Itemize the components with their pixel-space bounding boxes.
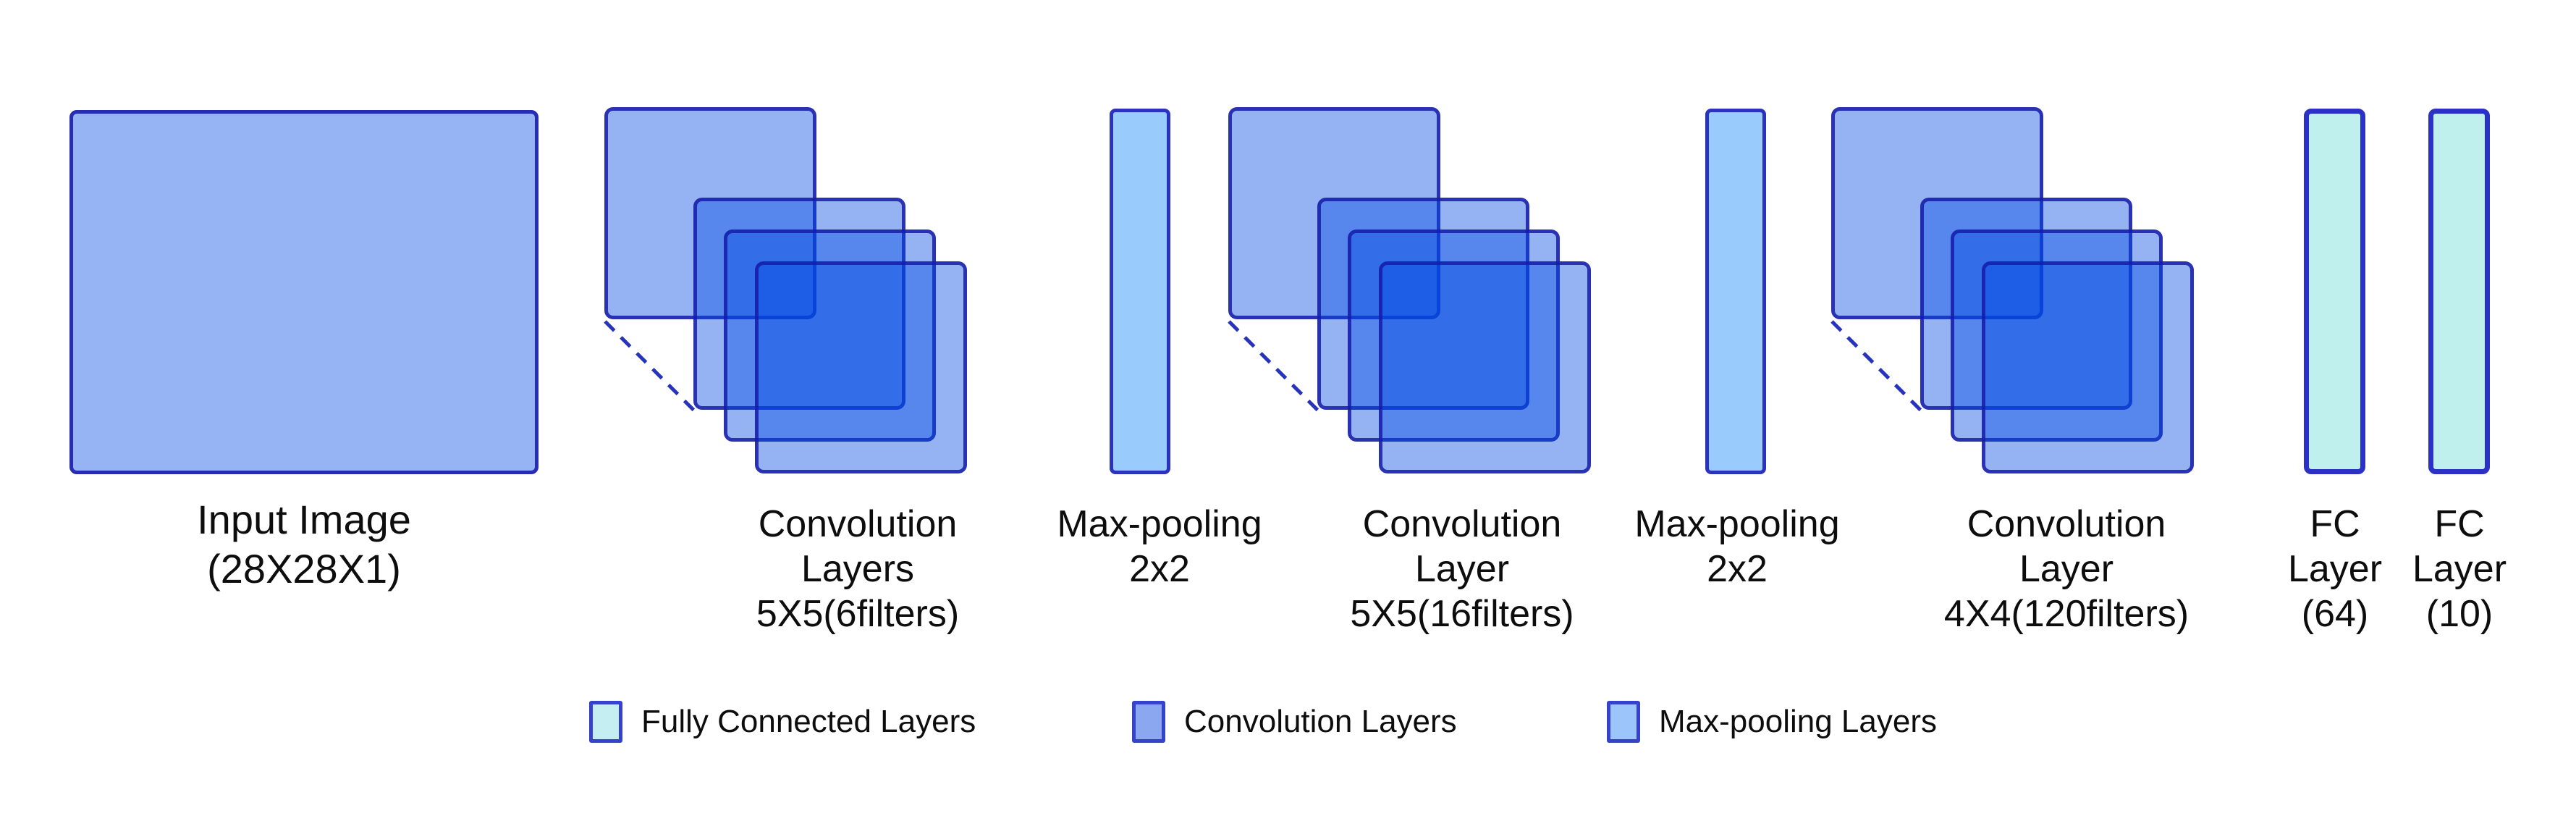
conv-square <box>604 107 816 319</box>
label-line: Layer <box>2287 548 2383 590</box>
fully-connected-swatch-icon <box>589 701 622 743</box>
pool2-label: Max-pooling 2x2 <box>1634 502 1839 591</box>
projection-dash-1 <box>604 320 696 412</box>
legend-label: Fully Connected Layers <box>641 704 976 739</box>
legend-label: Max-pooling Layers <box>1659 704 1937 739</box>
label-line: (10) <box>2425 593 2493 635</box>
label-line: Max-pooling <box>1634 503 1840 545</box>
label-line: (64) <box>2301 593 2369 635</box>
label-line: 2x2 <box>1707 548 1768 590</box>
max-pooling-bar-1 <box>1110 109 1170 474</box>
label-line: 5X5(6filters) <box>756 593 960 635</box>
label-line: Convolution <box>1967 503 2166 545</box>
label-line: Convolution <box>1362 503 1562 545</box>
label-line: FC <box>2310 503 2360 545</box>
legend-item-fully-connected: Fully Connected Layers <box>589 701 976 743</box>
label-line: Max-pooling <box>1057 503 1262 545</box>
label-line: Layer <box>1414 548 1510 590</box>
label-line: (28X28X1) <box>207 546 401 591</box>
input-image-rect <box>69 110 539 474</box>
conv-square <box>755 261 967 473</box>
input-image-label: Input Image (28X28X1) <box>197 495 411 594</box>
label-line: Convolution <box>758 503 958 545</box>
max-pooling-bar-2 <box>1705 109 1766 474</box>
conv-square <box>1379 261 1591 473</box>
legend-label: Convolution Layers <box>1184 704 1457 739</box>
label-line: 2x2 <box>1129 548 1190 590</box>
projection-dash-2 <box>1228 320 1319 412</box>
conv3-label: Convolution Layer 4X4(120filters) <box>1944 502 2189 636</box>
convolution-swatch-icon <box>1132 701 1165 743</box>
max-pooling-swatch-icon <box>1607 701 1640 743</box>
pool1-label: Max-pooling 2x2 <box>1057 502 1262 591</box>
label-line: FC <box>2434 503 2485 545</box>
conv-square <box>1831 107 2043 319</box>
projection-dash-3 <box>1830 320 1922 412</box>
conv1-label: Convolution Layers 5X5(6filters) <box>756 502 959 636</box>
fc1-label: FC Layer (64) <box>2288 502 2382 636</box>
conv-square <box>1982 261 2194 473</box>
conv2-label: Convolution Layer 5X5(16filters) <box>1350 502 1574 636</box>
fc-layer-bar-2 <box>2428 109 2490 474</box>
label-line: Layer <box>2019 548 2114 590</box>
label-line: 4X4(120filters) <box>1943 593 2189 635</box>
label-line: Layers <box>801 548 915 590</box>
label-line: 5X5(16filters) <box>1350 593 1574 635</box>
fc2-label: FC Layer (10) <box>2412 502 2507 636</box>
label-line: Layer <box>2412 548 2507 590</box>
conv-square <box>1228 107 1440 319</box>
legend-item-convolution: Convolution Layers <box>1132 701 1457 743</box>
label-line: Input Image <box>197 497 411 542</box>
fc-layer-bar-1 <box>2304 109 2365 474</box>
legend-item-max-pooling: Max-pooling Layers <box>1607 701 1937 743</box>
